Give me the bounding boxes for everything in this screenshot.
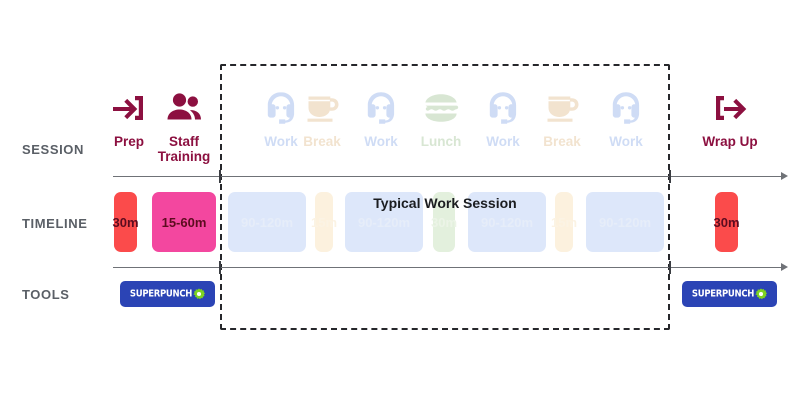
superpunch-wordmark: SUPERPUNCH (691, 288, 755, 300)
timeline-block[interactable]: 90-120m (468, 192, 546, 252)
headset-agent-icon (338, 86, 424, 130)
people-icon (141, 86, 227, 130)
timeline-block[interactable]: 90-120m (228, 192, 306, 252)
session-column-work[interactable]: Work (583, 86, 669, 149)
session-column-work[interactable]: Work (238, 86, 324, 149)
timeline-block[interactable]: 15m (551, 192, 577, 252)
tools-axis-arrow-icon (781, 263, 788, 271)
burger-icon (398, 86, 484, 130)
session-axis-arrow-icon (781, 172, 788, 180)
typical-work-session-group (220, 64, 670, 330)
timeline-duration-label: 15m (550, 214, 578, 230)
timeline-duration-label: 90-120m (357, 214, 411, 230)
session-name: Lunch (420, 134, 462, 149)
headset-agent-icon (583, 86, 669, 130)
tool-badge-superpunch[interactable]: SUPERPUNCH (120, 281, 215, 307)
session-name: Break (543, 134, 581, 149)
session-axis-tick-start (219, 170, 221, 183)
session-axis-tick-end (669, 170, 671, 183)
session-name: Work (364, 134, 398, 149)
timeline-duration-label: 30m (112, 214, 139, 230)
timeline-block[interactable]: 30m (430, 192, 458, 252)
tools-axis-tick-end (669, 261, 671, 274)
coffee-cup-icon (519, 86, 605, 130)
timeline-block[interactable]: 15m (311, 192, 337, 252)
timeline-duration-label: 30m (713, 214, 740, 230)
headset-agent-icon (460, 86, 546, 130)
session-name: Break (303, 134, 341, 149)
superpunch-logo: SUPERPUNCH (691, 288, 768, 300)
session-name: Work (486, 134, 520, 149)
timeline-block[interactable]: 90-120m (586, 192, 664, 252)
timeline-block[interactable]: 30m (112, 192, 139, 252)
login-arrow-icon (86, 86, 172, 130)
timeline-duration-label: 90-120m (240, 214, 294, 230)
superpunch-logo: SUPERPUNCH (129, 288, 206, 300)
timeline-block[interactable]: 90-120m (345, 192, 423, 252)
timeline-duration-label: 90-120m (598, 214, 652, 230)
timeline-duration-label: 90-120m (480, 214, 534, 230)
headset-agent-icon (238, 86, 324, 130)
session-name: Work (264, 134, 298, 149)
timeline-duration-label: 15-60m (161, 214, 207, 230)
session-name: Prep (113, 134, 144, 149)
superpunch-gear-icon (193, 288, 206, 300)
session-name: Wrap Up (702, 134, 758, 149)
session-column-break[interactable]: Break (519, 86, 605, 149)
typical-work-session-caption: Typical Work Session (373, 195, 517, 211)
timeline-duration-label: 15m (310, 214, 338, 230)
timeline-duration-label: 30m (430, 214, 458, 230)
coffee-cup-icon (279, 86, 365, 130)
row-label-tools: TOOLS (22, 287, 70, 302)
timeline-block[interactable]: 30m (713, 192, 740, 252)
tools-axis-line (113, 267, 785, 268)
timeline-block[interactable]: 15-60m (152, 192, 216, 252)
row-label-timeline: TIMELINE (22, 216, 88, 231)
superpunch-gear-icon (755, 288, 768, 300)
session-axis-line (113, 176, 785, 177)
tool-badge-superpunch[interactable]: SUPERPUNCH (682, 281, 777, 307)
tools-axis-tick-start (219, 261, 221, 274)
superpunch-wordmark: SUPERPUNCH (129, 288, 193, 300)
row-label-session: SESSION (22, 142, 84, 157)
session-name: Work (609, 134, 643, 149)
session-column-staff-training[interactable]: Staff Training (141, 86, 227, 164)
logout-arrow-icon (687, 86, 773, 130)
session-column-work[interactable]: Work (338, 86, 424, 149)
session-column-prep[interactable]: Prep (86, 86, 172, 149)
session-column-wrap-up[interactable]: Wrap Up (687, 86, 773, 149)
session-column-lunch[interactable]: Lunch (398, 86, 484, 149)
session-name: Staff Training (157, 134, 211, 164)
session-column-work[interactable]: Work (460, 86, 546, 149)
session-column-break[interactable]: Break (279, 86, 365, 149)
